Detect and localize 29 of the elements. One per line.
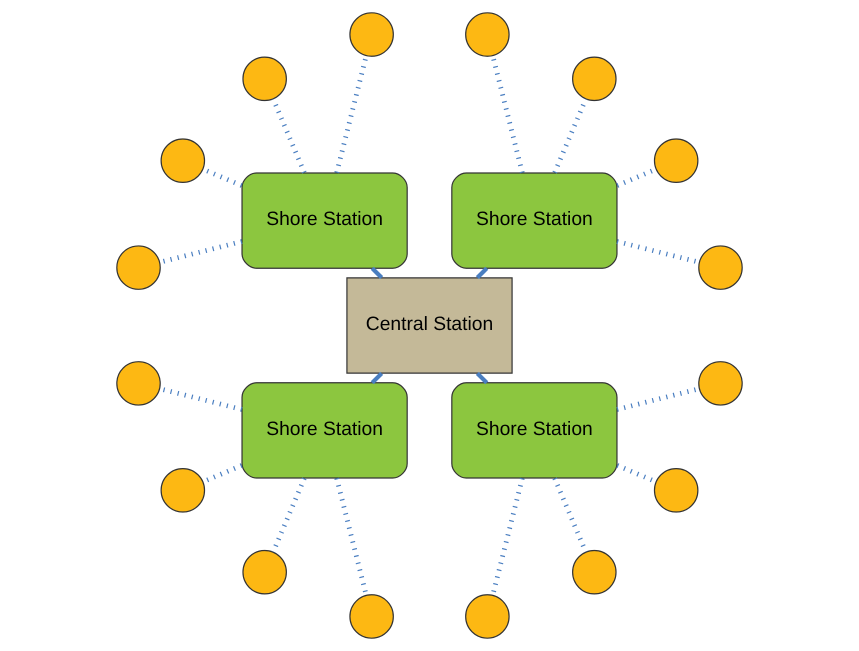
connector [552, 477, 588, 553]
connector [552, 98, 588, 174]
node-circle [465, 12, 510, 57]
node-circle [160, 468, 206, 513]
node-circle [572, 550, 617, 594]
node-circle [116, 361, 161, 406]
node-circle [654, 468, 698, 513]
node-box: Central Station [346, 277, 513, 374]
node-circle [242, 550, 287, 594]
node-circle [160, 138, 206, 183]
node-circle [465, 594, 510, 639]
node-circle [572, 56, 617, 102]
node-circle [654, 138, 698, 183]
node-circle [242, 56, 287, 102]
connector [271, 477, 307, 553]
connector [271, 98, 307, 174]
node-box: Shore Station [451, 382, 618, 479]
node-box: Shore Station [241, 382, 408, 479]
connector [370, 266, 384, 280]
connector [476, 266, 488, 280]
node-circle [349, 12, 394, 57]
connector [476, 372, 488, 384]
node-box: Shore Station [241, 172, 408, 269]
node-circle [116, 245, 161, 290]
node-circle [698, 361, 743, 406]
node-circle [698, 245, 743, 290]
node-box: Shore Station [451, 172, 618, 269]
connector [370, 372, 384, 384]
node-circle [349, 594, 394, 639]
